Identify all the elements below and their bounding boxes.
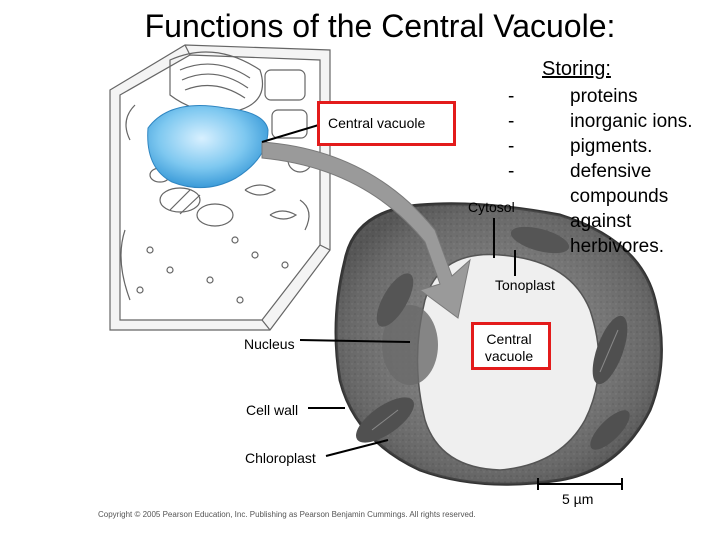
transition-arrow (261, 141, 471, 319)
plant-cell-diagram (109, 44, 331, 331)
cytosol-label: Cytosol (468, 199, 515, 215)
bullet-dash: - (508, 136, 515, 157)
nucleus-label: Nucleus (244, 336, 295, 352)
storing-list: - proteins - inorganic ions. - pigments. - d… (508, 84, 693, 259)
list-item-text: defensive (570, 161, 652, 182)
central-vacuole-illustration (147, 105, 269, 189)
leader-central-vacuole-top (261, 123, 323, 143)
tonoplast-label: Tonoplast (495, 277, 555, 293)
copyright-notice: Copyright © 2005 Pearson Education, Inc.… (98, 510, 476, 519)
list-item: - proteins (508, 84, 693, 109)
central-vacuole-bottom-label: Central vacuole (484, 331, 534, 364)
list-item-continuation: herbivores. (508, 234, 693, 259)
bullet-dash: - (508, 86, 515, 107)
list-item: - pigments. (508, 134, 693, 159)
leader-nucleus (299, 339, 411, 343)
list-item-text: herbivores. (570, 236, 664, 257)
leader-chloroplast (325, 439, 389, 457)
list-item-text: compounds (570, 186, 669, 207)
list-item-text: pigments. (570, 136, 653, 157)
list-item-text: proteins (570, 86, 638, 107)
central-vacuole-bottom-highlight (471, 322, 551, 370)
cell-wall-label: Cell wall (246, 402, 299, 418)
bullet-dash: - (508, 111, 515, 132)
scale-bar-label: 5 µm (562, 491, 594, 507)
list-item: - inorganic ions. (508, 109, 693, 134)
list-item-text: against (570, 211, 632, 232)
list-item-continuation: compounds (508, 184, 693, 209)
central-vacuole-top-highlight (317, 101, 456, 146)
central-vacuole-top-label: Central vacuole (328, 115, 426, 131)
scale-bar (537, 478, 623, 490)
list-item-continuation: against (508, 209, 693, 234)
chloroplast-label: Chloroplast (245, 450, 316, 466)
bullet-dash: - (508, 161, 515, 182)
list-item-text: inorganic ions. (570, 111, 693, 132)
storing-heading: Storing: (542, 58, 611, 80)
slide-title: Functions of the Central Vacuole: (144, 8, 616, 44)
list-item: - defensive (508, 159, 693, 184)
